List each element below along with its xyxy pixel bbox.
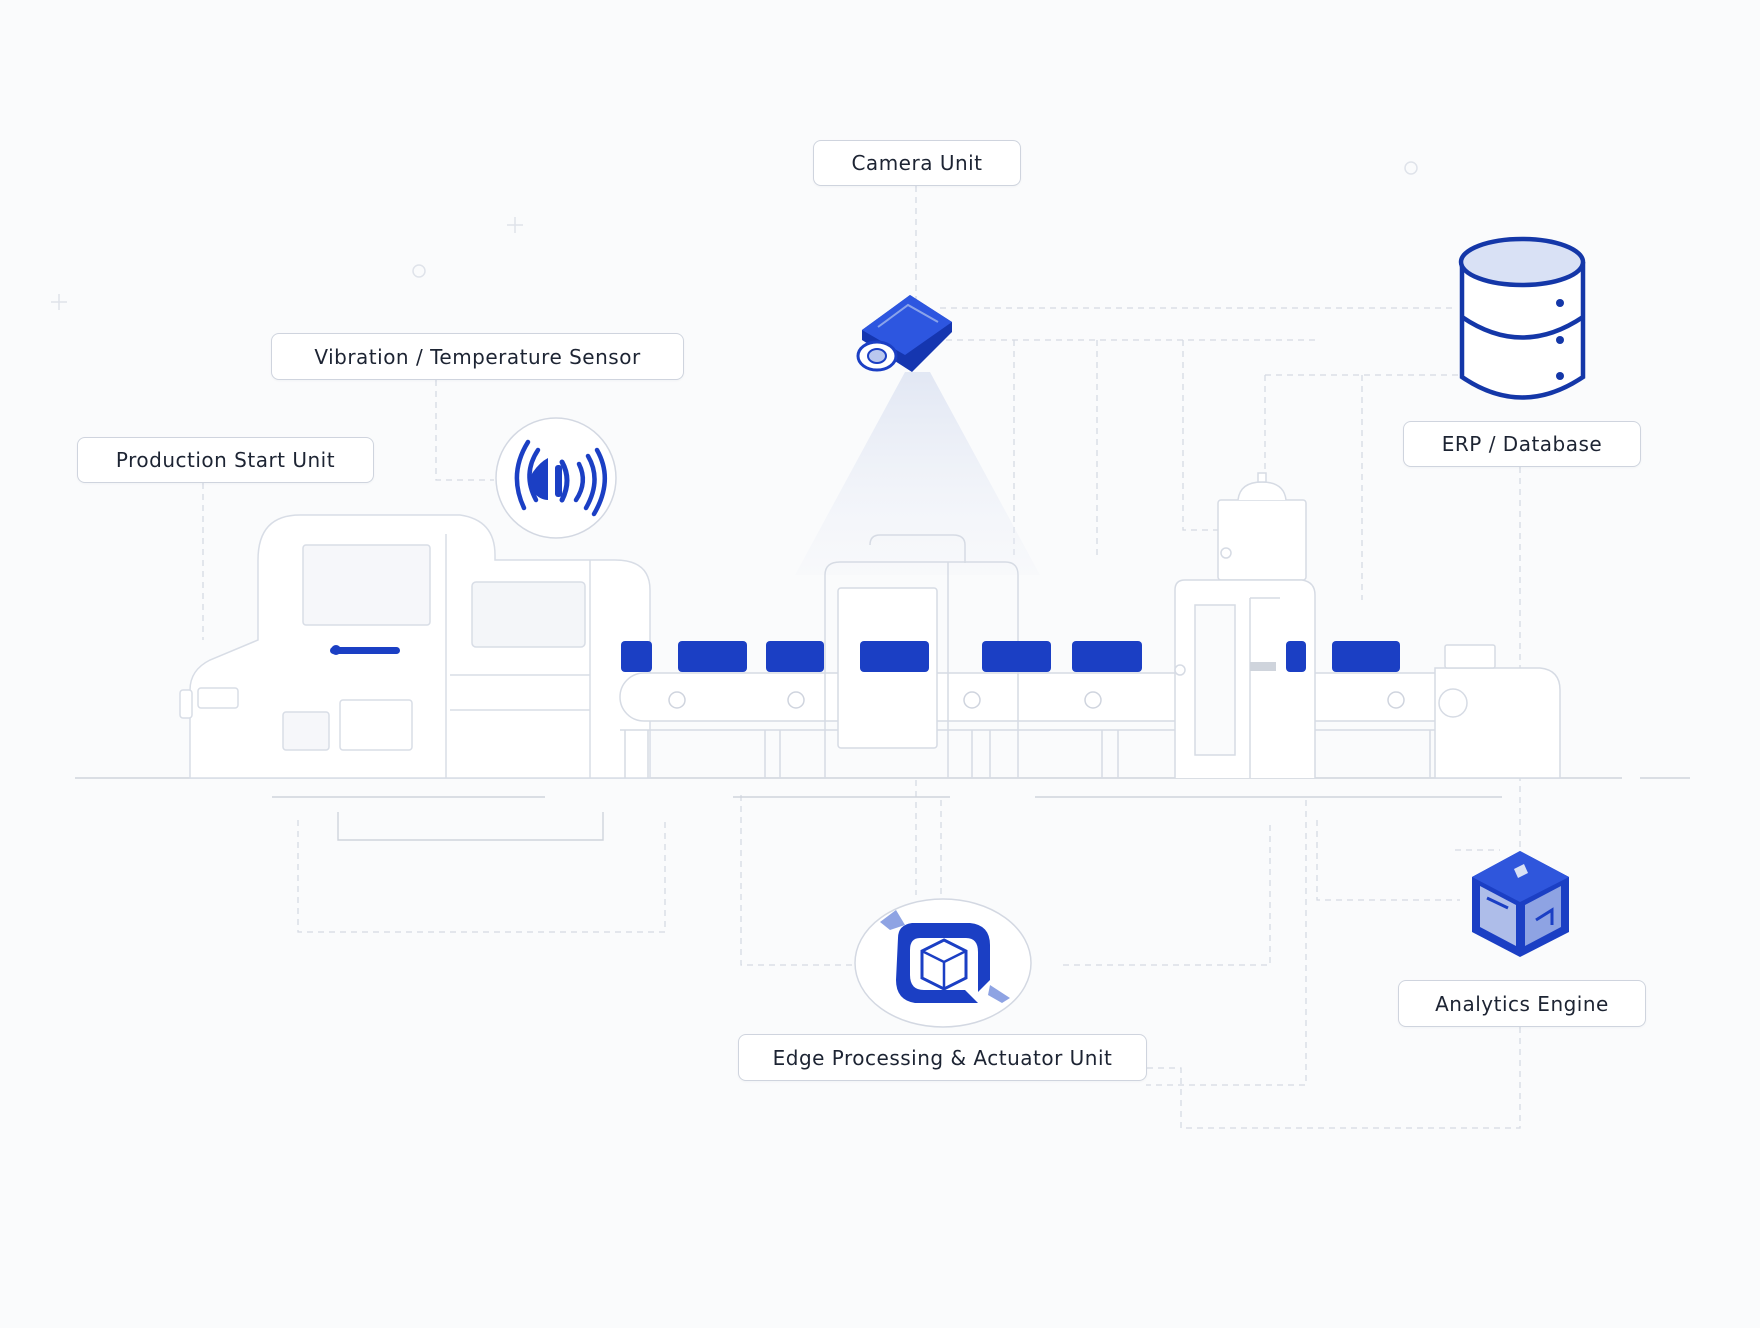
analytics-engine-label: Analytics Engine — [1398, 980, 1646, 1027]
erp-database-label: ERP / Database — [1403, 421, 1641, 467]
end-unit — [1434, 644, 1561, 779]
database-icon — [1458, 236, 1586, 400]
sensor-waves-icon — [495, 417, 617, 539]
conveyor-rollers — [668, 691, 1462, 712]
edge-cube-icon — [854, 898, 1032, 1028]
vibration-sensor-label: Vibration / Temperature Sensor — [271, 333, 684, 380]
cube-icon — [1472, 851, 1569, 957]
product-boxes — [621, 641, 1400, 672]
connector-lines — [202, 186, 1521, 1129]
machine-handle — [330, 645, 400, 655]
camera-unit-label: Camera Unit — [813, 140, 1021, 186]
processing-machine — [1174, 472, 1316, 778]
decorative-marks — [51, 161, 1418, 310]
conveyor-belt — [619, 672, 1466, 778]
production-start-label: Production Start Unit — [77, 437, 374, 483]
floor-lines — [75, 777, 1690, 841]
edge-processing-label: Edge Processing & Actuator Unit — [738, 1034, 1147, 1081]
camera-icon — [856, 295, 952, 372]
camera-beam — [795, 372, 1040, 575]
production-machine — [179, 514, 651, 779]
